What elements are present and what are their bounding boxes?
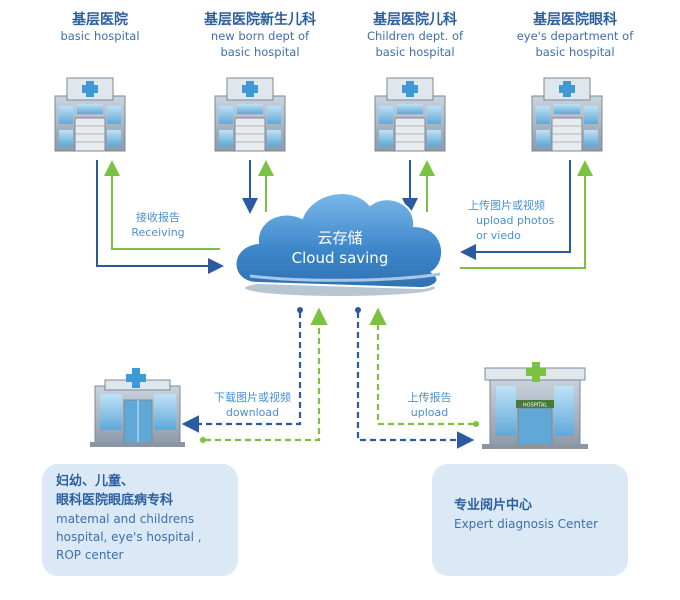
upload-report-arrow (369, 307, 474, 426)
hospital-title: 基层医院新生儿科 (204, 12, 316, 28)
panel-title-zh: 专业阅片中心 (454, 498, 533, 513)
hospital-title: 基层医院 (72, 12, 128, 28)
panel-subtitle-en: ROP center (56, 548, 124, 562)
panel-title-zh: 妇幼、儿童、 (56, 474, 135, 489)
upload-photos-label-en: or viedo (476, 229, 521, 242)
hospital-title: 基层医院眼科 (533, 12, 617, 28)
upload-photos-label-zh: 上传图片或视频 (468, 199, 545, 212)
connector-dot (473, 421, 479, 427)
download-label: 下载图片或视频 download (205, 390, 300, 420)
upload-report-label-en: upload (410, 406, 449, 419)
hospital-building-icon (374, 77, 446, 152)
hospital-subtitle: basic hospital (375, 45, 455, 59)
receive-arrow (104, 160, 220, 250)
cloud-icon (234, 192, 444, 296)
upload-arrow (205, 307, 328, 442)
download-arrow (181, 312, 302, 433)
hospital-building-icon (54, 77, 126, 152)
expert-center-building-icon: HOSPITAL (482, 362, 588, 449)
hospital-subtitle: new born dept of (210, 29, 310, 43)
connector-dot (355, 307, 361, 313)
cloud-label: 云存储 Cloud saving (270, 228, 410, 268)
hospital-subtitle: basic hospital (535, 45, 615, 59)
panel-title-zh: 眼科医院眼底病专科 (56, 493, 174, 508)
receive-arrow (460, 160, 593, 269)
download-label-en: download (225, 406, 280, 419)
center-building-icon (90, 368, 185, 447)
download-label-zh: 下载图片或视频 (214, 391, 291, 404)
connector-dot (200, 437, 206, 443)
hospital-subtitle: Children dept. of (366, 29, 464, 43)
hospital-subtitle: eye's department of (516, 29, 634, 43)
expert-center-panel: 专业阅片中心 Expert diagnosis Center (432, 464, 628, 576)
receiving-label-zh: 接收报告 (136, 211, 180, 224)
panel-subtitle-en: Expert diagnosis Center (454, 517, 599, 531)
download-arrow (356, 312, 475, 449)
hospital-sign-text: HOSPITAL (523, 403, 547, 409)
hospital-label-children: 基层医院儿科 Children dept. of basic hospital (350, 12, 480, 60)
hospital-subtitle: basic hospital (220, 45, 300, 59)
upload-report-label: 上传报告 upload (392, 390, 467, 420)
upload-arrow (96, 160, 224, 274)
upload-arrow (460, 160, 571, 260)
panel-subtitle-en: hospital, eye's hospital , (56, 530, 202, 544)
receiving-label: 接收报告 Receiving (118, 210, 198, 240)
hospital-subtitle: basic hospital (60, 29, 140, 43)
hospital-label-basic: 基层医院 basic hospital (35, 12, 165, 44)
maternal-center-panel: 妇幼、儿童、 眼科医院眼底病专科 matemal and childrens h… (42, 464, 238, 576)
cloud-title-en: Cloud saving (291, 249, 389, 267)
upload-photos-label: 上传图片或视频 upload photos or viedo (468, 198, 568, 243)
cloud-title-zh: 云存储 (317, 229, 363, 247)
connector-dot (297, 307, 303, 313)
hospital-label-newborn: 基层医院新生儿科 new born dept of basic hospital (190, 12, 330, 60)
panel-subtitle-en: matemal and childrens (56, 512, 195, 526)
receiving-label-en: Receiving (131, 226, 185, 239)
hospital-label-eye: 基层医院眼科 eye's department of basic hospita… (500, 12, 650, 60)
hospital-building-icon (531, 77, 603, 152)
hospital-building-icon (214, 77, 286, 152)
hospital-title: 基层医院儿科 (373, 12, 457, 28)
upload-report-label-zh: 上传报告 (407, 391, 452, 404)
upload-photos-label-en: upload photos (476, 214, 555, 227)
